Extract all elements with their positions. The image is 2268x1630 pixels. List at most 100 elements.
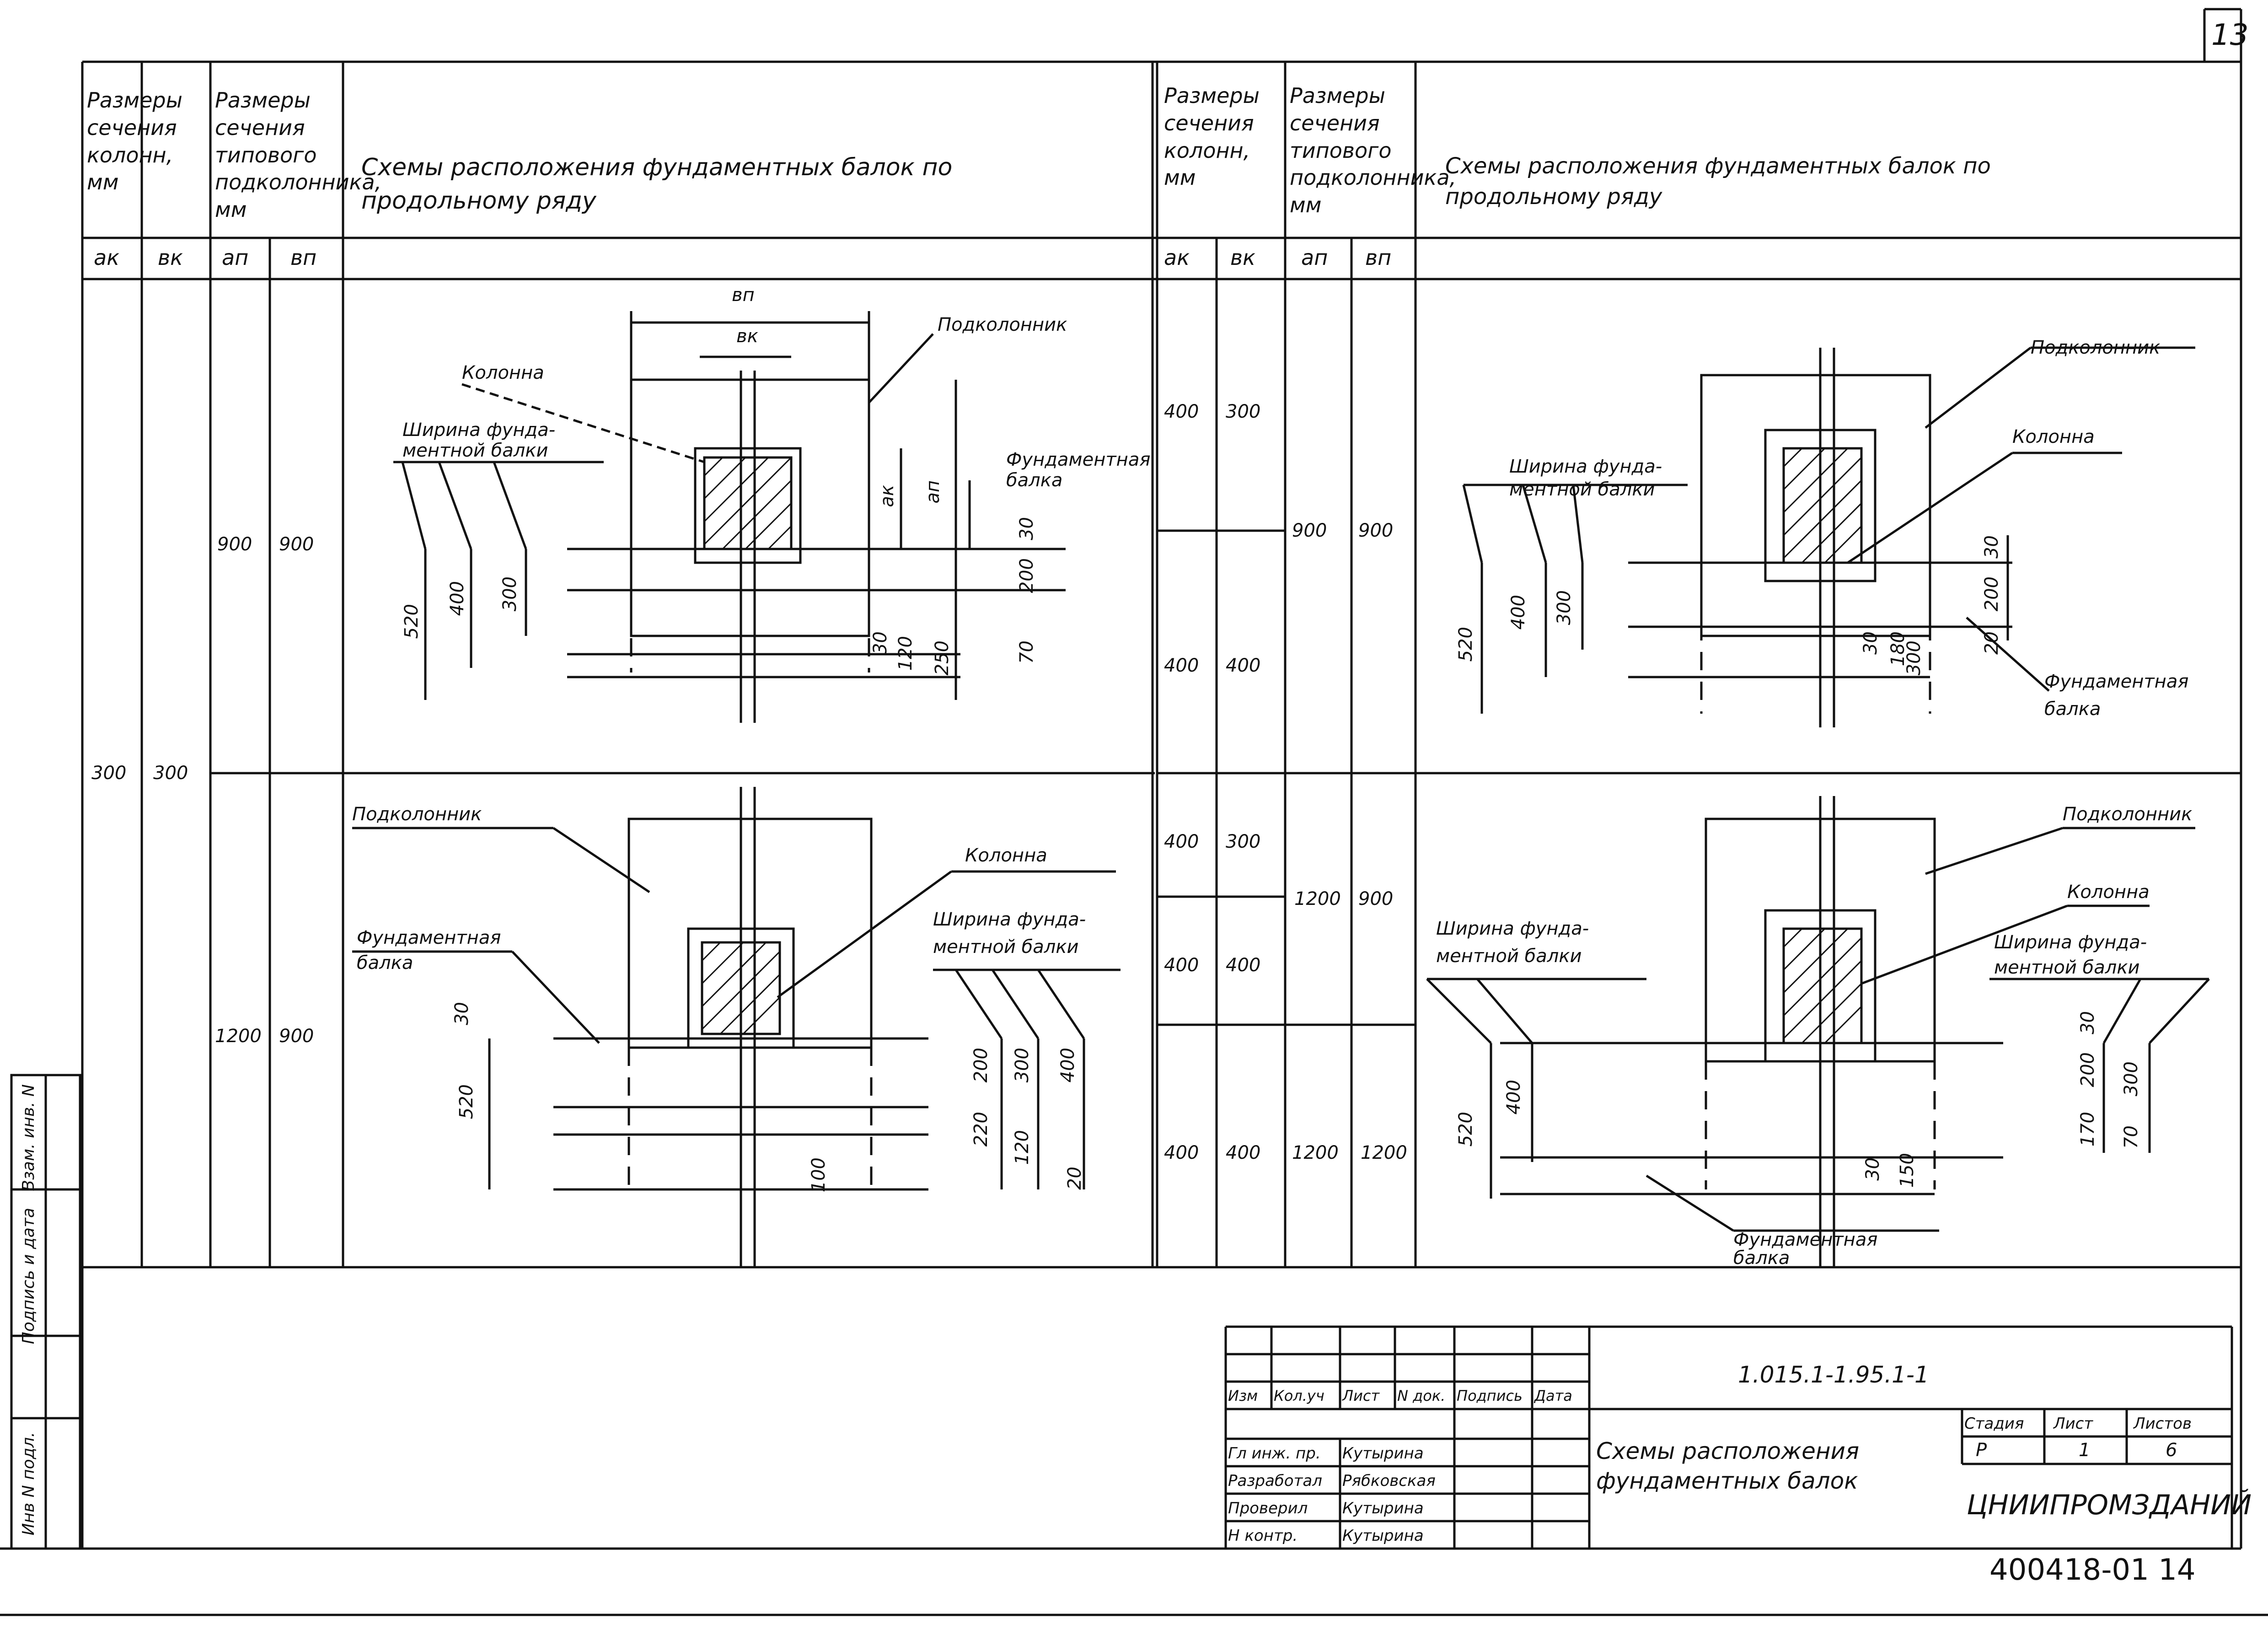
scheme-3-lines bbox=[1462, 346, 2195, 727]
right-row4-bk: 400 bbox=[1226, 955, 1261, 976]
left-head-ak: ак bbox=[94, 245, 119, 270]
tb-head-podpis: Подпись bbox=[1457, 1387, 1523, 1404]
s3-label-kolonna: Колонна bbox=[2012, 426, 2095, 447]
s3-label-shirina-2: ментной балки bbox=[1509, 479, 1655, 500]
tb-role-1: Гл инж. пр. bbox=[1228, 1444, 1321, 1463]
right-head-bk: вк bbox=[1230, 245, 1255, 270]
tb-role-3: Проверил bbox=[1228, 1499, 1308, 1517]
tb-head-ndok: N док. bbox=[1397, 1387, 1446, 1404]
s4-dim-70: 70 bbox=[2121, 1125, 2142, 1149]
s1-label-fund-2: балка bbox=[1006, 470, 1063, 491]
right-row3-ak: 400 bbox=[1164, 831, 1199, 852]
s1-dim-70: 70 bbox=[1016, 640, 1037, 664]
left-bk-value: 300 bbox=[153, 763, 188, 784]
s1-dim-250: 250 bbox=[932, 640, 953, 676]
scheme-3-hatch bbox=[1783, 447, 1862, 564]
tb-head-izm: Изм bbox=[1228, 1387, 1258, 1404]
tb-name-3: Кутырина bbox=[1342, 1499, 1424, 1517]
s4-dim-520: 520 bbox=[1455, 1112, 1476, 1147]
s1-dim-ak: ак bbox=[877, 485, 898, 507]
right-row2-ak: 400 bbox=[1164, 655, 1199, 676]
right-head-bp: вп bbox=[1365, 245, 1392, 270]
tb-name-2: Рябковская bbox=[1342, 1472, 1436, 1490]
scheme-2-hatch bbox=[701, 941, 781, 1035]
s1-label-kolonna: Колонна bbox=[462, 362, 544, 383]
s2-label-fund-1: Фундаментная bbox=[357, 927, 501, 948]
s4-dim-30: 30 bbox=[2077, 1011, 2098, 1034]
s4-label-shirina-2: ментной балки bbox=[1436, 946, 1582, 967]
tb-sheets: 6 bbox=[2166, 1440, 2177, 1461]
right-group2-ap: 1200 bbox=[1294, 888, 1341, 909]
s4-dim-170: 170 bbox=[2077, 1112, 2098, 1147]
s4-dim-400: 400 bbox=[1503, 1080, 1524, 1115]
s1-dim-30: 30 bbox=[1016, 517, 1037, 540]
left-head-bk: вк bbox=[158, 245, 183, 270]
s4-dim-30b: 30 bbox=[1862, 1157, 1883, 1181]
s2-dim-200: 200 bbox=[970, 1048, 992, 1083]
right-head-ap: ап bbox=[1301, 245, 1328, 270]
s1-label-fund-1: Фундаментная bbox=[1006, 449, 1151, 470]
sheet-corner-number: 13 bbox=[2211, 18, 2249, 52]
s1-dim-400: 400 bbox=[447, 581, 468, 616]
left-colgroup-podkolonnik: Размеры сечения типового подколонника, м… bbox=[215, 88, 382, 222]
right-group3-ap: 1200 bbox=[1292, 1142, 1339, 1163]
right-group1-bp: 900 bbox=[1358, 520, 1394, 541]
s3-label-fund-1: Фундаментная bbox=[2044, 671, 2189, 692]
tb-role-2: Разработал bbox=[1228, 1472, 1322, 1490]
tb-head-list: Лист bbox=[1342, 1387, 1380, 1404]
right-row3-bk: 300 bbox=[1226, 831, 1261, 852]
s2-dim-300: 300 bbox=[1012, 1048, 1033, 1083]
s2-dim-520: 520 bbox=[456, 1084, 477, 1119]
s3-label-shirina-1: Ширина фунда- bbox=[1509, 456, 1662, 477]
title-block-lines bbox=[1224, 1325, 2233, 1549]
tb-name-1: Кутырина bbox=[1342, 1444, 1424, 1463]
right-row5-ak: 400 bbox=[1164, 1142, 1199, 1163]
s3-dim-400: 400 bbox=[1508, 595, 1529, 630]
s1-dim-520: 520 bbox=[401, 604, 422, 639]
s1-dim-ap: ап bbox=[922, 480, 944, 504]
s4-label-shirina-3: Ширина фунда- bbox=[1994, 932, 2147, 953]
footer-code: 400418-01 14 bbox=[1989, 1553, 2196, 1587]
left-row2-ap: 1200 bbox=[215, 1026, 262, 1047]
s4-dim-300: 300 bbox=[2121, 1061, 2142, 1097]
s2-dim-120: 120 bbox=[1012, 1130, 1033, 1165]
right-schemes-title: Схемы расположения фундаментных балок по… bbox=[1445, 153, 1991, 210]
left-head-ap: ап bbox=[222, 245, 249, 270]
tb-org: ЦНИИПРОМЗДАНИЙ bbox=[1967, 1489, 2252, 1521]
left-row1-ap: 900 bbox=[217, 534, 252, 555]
scheme-4-hatch bbox=[1783, 928, 1862, 1044]
s2-label-kolonna: Колонна bbox=[965, 845, 1047, 866]
s4-label-shirina-1: Ширина фунда- bbox=[1436, 918, 1589, 939]
scheme-1-lines bbox=[393, 311, 1066, 723]
left-row1-bp: 900 bbox=[279, 534, 314, 555]
tb-stage-head: Стадия bbox=[1964, 1415, 2024, 1433]
s1-dim-300: 300 bbox=[499, 576, 520, 612]
right-row2-bk: 400 bbox=[1226, 655, 1261, 676]
s4-label-fund-1: Фундаментная bbox=[1733, 1229, 1878, 1250]
s2-dim-30: 30 bbox=[451, 1002, 472, 1025]
s1-label-shirina-2: ментной балки bbox=[402, 440, 548, 461]
s2-label-fund-2: балка bbox=[357, 952, 413, 974]
s2-dim-20: 20 bbox=[1064, 1167, 1085, 1190]
s4-label-fund-2: балка bbox=[1733, 1248, 1790, 1269]
tb-sheet: 1 bbox=[2079, 1440, 2091, 1461]
right-row1-bk: 300 bbox=[1226, 401, 1261, 422]
s3-dim-200: 200 bbox=[1981, 576, 2002, 612]
side-stamp-inv: Инв N подл. bbox=[19, 1432, 38, 1536]
tb-stage: Р bbox=[1976, 1440, 1987, 1461]
right-row1-ak: 400 bbox=[1164, 401, 1199, 422]
s3-dim-300: 300 bbox=[1554, 590, 1575, 625]
s3-dim-520: 520 bbox=[1455, 627, 1476, 662]
right-group1-ap: 900 bbox=[1292, 520, 1327, 541]
s2-label-shirina-2: ментной балки bbox=[933, 936, 1079, 958]
s1-label-podkolonnik: Подколонник bbox=[938, 314, 1067, 335]
s1-dim-bk: вк bbox=[736, 326, 758, 347]
side-stamp-vzam: Взам. инв. N bbox=[19, 1084, 38, 1191]
right-colgroup-columns: Размеры сечения колонн, мм bbox=[1164, 83, 1260, 190]
side-stamp-sign: Подпись и дата bbox=[19, 1208, 38, 1345]
s1-dim-30b: 30 bbox=[870, 631, 891, 655]
tb-sheet-head: Лист bbox=[2054, 1415, 2093, 1433]
s3-dim-30: 30 bbox=[1981, 535, 2002, 559]
tb-name-4: Кутырина bbox=[1342, 1527, 1424, 1545]
